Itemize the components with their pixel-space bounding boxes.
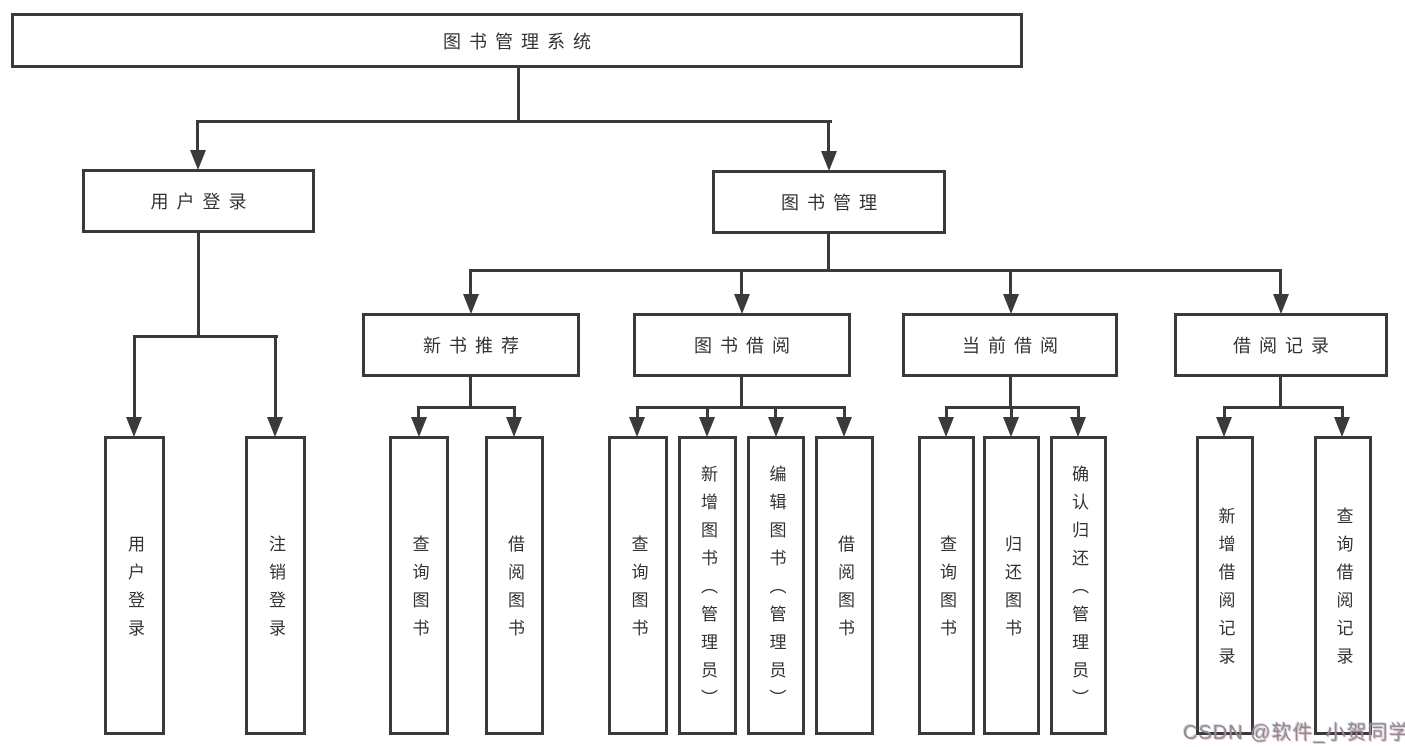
leaf-br-add-borrow-record-label: 新增借阅记录 bbox=[1215, 507, 1235, 675]
leaf-bb-add-books-admin: 新增图书（管理员） bbox=[678, 436, 737, 735]
csdn-watermark: CSDN @软件_小贺同学 bbox=[1183, 722, 1405, 744]
connector-cb-c1 bbox=[945, 406, 948, 426]
connector-l2-c2 bbox=[740, 269, 743, 303]
node-book-borrowing: 图书借阅 bbox=[633, 313, 851, 377]
arrow-down-icon bbox=[836, 417, 852, 437]
leaf-cb-confirm-return-admin-label: 确认归还（管理员） bbox=[1069, 465, 1088, 717]
connector-l1-right bbox=[827, 120, 830, 162]
connector-root-drop bbox=[517, 68, 520, 122]
connector-l1-left bbox=[196, 120, 199, 162]
leaf-bb-edit-books-admin-label: 编辑图书（管理员） bbox=[766, 465, 786, 717]
connector-cb-c3 bbox=[1077, 406, 1080, 426]
node-borrowing-records: 借阅记录 bbox=[1174, 313, 1388, 377]
connector-bb-drop bbox=[740, 377, 743, 408]
arrow-down-icon bbox=[267, 417, 283, 437]
arrow-down-icon bbox=[938, 417, 954, 437]
arrow-down-icon bbox=[768, 417, 784, 437]
node-user-login-label: 用户登录 bbox=[150, 192, 255, 212]
leaf-cb-return-books: 归还图书 bbox=[983, 436, 1040, 735]
connector-l2-c4 bbox=[1279, 269, 1282, 303]
node-root: 图书管理系统 bbox=[11, 13, 1023, 68]
connector-l2-c1 bbox=[469, 269, 472, 303]
arrow-down-icon bbox=[699, 417, 715, 437]
connector-bm-drop bbox=[827, 234, 830, 271]
connector-userlogin-bus bbox=[133, 335, 278, 338]
leaf-bb-query-books: 查询图书 bbox=[608, 436, 668, 735]
connector-nbr-c1 bbox=[417, 406, 420, 426]
leaf-nbr-borrow-books: 借阅图书 bbox=[485, 436, 544, 735]
node-borrowing-records-label: 借阅记录 bbox=[1233, 336, 1337, 356]
connector-cb-drop bbox=[1009, 377, 1012, 408]
arrow-down-icon bbox=[1273, 294, 1289, 314]
node-book-management-label: 图书管理 bbox=[781, 193, 885, 213]
arrow-down-icon bbox=[734, 294, 750, 314]
connector-l2-bus bbox=[469, 269, 1282, 272]
connector-userlogin-c1 bbox=[133, 335, 136, 425]
arrow-down-icon bbox=[1334, 417, 1350, 437]
arrow-down-icon bbox=[821, 151, 837, 171]
arrow-down-icon bbox=[1003, 294, 1019, 314]
connector-l1-bus bbox=[196, 120, 832, 123]
arrow-down-icon bbox=[1216, 417, 1232, 437]
arrow-down-icon bbox=[411, 417, 427, 437]
leaf-user-login-label: 用户登录 bbox=[125, 535, 144, 647]
connector-br-c2 bbox=[1341, 406, 1344, 426]
node-book-borrowing-label: 图书借阅 bbox=[694, 336, 798, 356]
node-new-book-recommendation-label: 新书推荐 bbox=[423, 336, 527, 356]
leaf-br-add-borrow-record: 新增借阅记录 bbox=[1196, 436, 1254, 735]
connector-br-c1 bbox=[1223, 406, 1226, 426]
connector-nbr-bus bbox=[417, 406, 516, 409]
arrow-down-icon bbox=[506, 417, 522, 437]
arrow-down-icon bbox=[629, 417, 645, 437]
leaf-bb-edit-books-admin: 编辑图书（管理员） bbox=[747, 436, 805, 735]
arrow-down-icon bbox=[190, 150, 206, 170]
arrow-down-icon bbox=[1070, 417, 1086, 437]
leaf-br-query-borrow-record-label: 查询借阅记录 bbox=[1333, 507, 1353, 675]
connector-userlogin-c2 bbox=[274, 335, 277, 425]
arrow-down-icon bbox=[126, 417, 142, 437]
node-user-login: 用户登录 bbox=[82, 169, 315, 233]
leaf-cb-query-books: 查询图书 bbox=[918, 436, 975, 735]
connector-nbr-c2 bbox=[513, 406, 516, 426]
connector-cb-c2 bbox=[1010, 406, 1013, 426]
leaf-user-login: 用户登录 bbox=[104, 436, 165, 735]
arrow-down-icon bbox=[1003, 417, 1019, 437]
leaf-nbr-query-books: 查询图书 bbox=[389, 436, 449, 735]
leaf-bb-borrow-books: 借阅图书 bbox=[815, 436, 874, 735]
leaf-bb-borrow-books-label: 借阅图书 bbox=[835, 535, 854, 647]
node-root-label: 图书管理系统 bbox=[443, 31, 599, 52]
leaf-cb-return-books-label: 归还图书 bbox=[1002, 535, 1021, 647]
connector-l2-c3 bbox=[1009, 269, 1012, 303]
connector-bb-c1 bbox=[636, 406, 639, 426]
connector-br-bus bbox=[1223, 406, 1343, 409]
node-current-borrowing-label: 当前借阅 bbox=[962, 336, 1066, 356]
leaf-cb-confirm-return-admin: 确认归还（管理员） bbox=[1050, 436, 1107, 735]
leaf-logout-label: 注销登录 bbox=[266, 535, 285, 647]
connector-bb-c4 bbox=[843, 406, 846, 426]
leaf-bb-query-books-label: 查询图书 bbox=[628, 535, 648, 647]
node-new-book-recommendation: 新书推荐 bbox=[362, 313, 580, 377]
node-current-borrowing: 当前借阅 bbox=[902, 313, 1118, 377]
connector-br-drop bbox=[1279, 377, 1282, 408]
connector-bb-c2 bbox=[706, 406, 709, 426]
leaf-cb-query-books-label: 查询图书 bbox=[937, 535, 956, 647]
connector-bb-bus bbox=[636, 406, 845, 409]
node-book-management: 图书管理 bbox=[712, 170, 946, 234]
connector-bb-c3 bbox=[774, 406, 777, 426]
leaf-br-query-borrow-record: 查询借阅记录 bbox=[1314, 436, 1372, 735]
leaf-nbr-query-books-label: 查询图书 bbox=[409, 535, 429, 647]
connector-userlogin-drop bbox=[197, 233, 200, 337]
connector-nbr-drop bbox=[469, 377, 472, 408]
leaf-nbr-borrow-books-label: 借阅图书 bbox=[505, 535, 524, 647]
arrow-down-icon bbox=[463, 294, 479, 314]
leaf-bb-add-books-admin-label: 新增图书（管理员） bbox=[698, 465, 717, 717]
leaf-logout: 注销登录 bbox=[245, 436, 306, 735]
